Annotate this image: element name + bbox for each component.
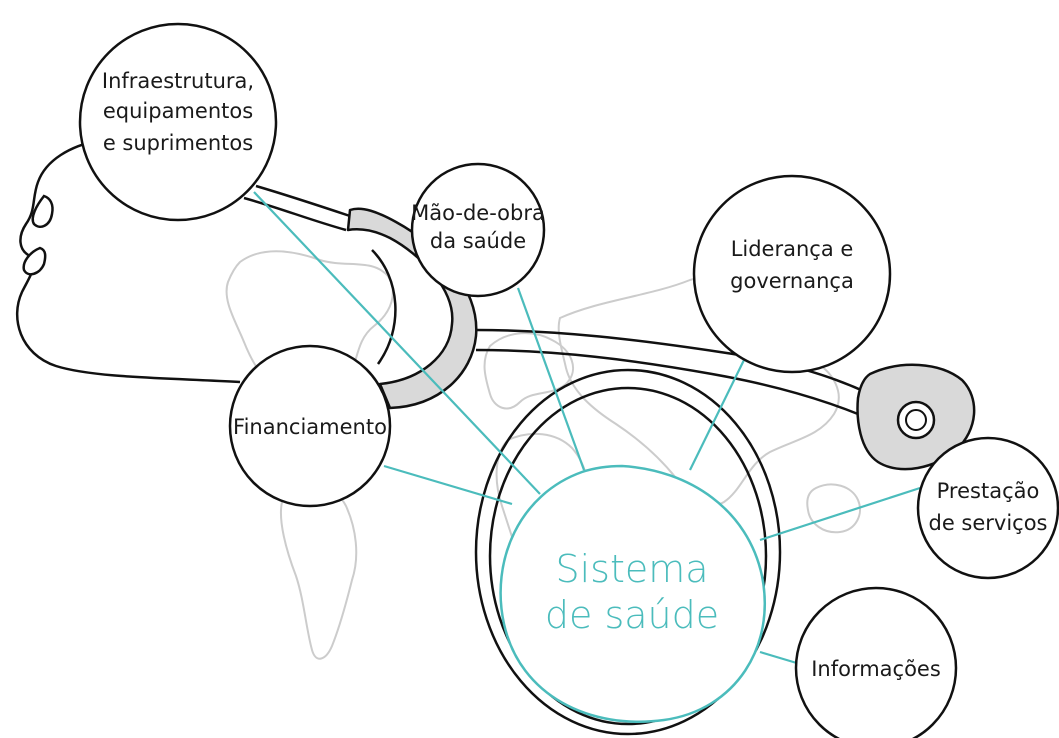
node-infra-label-3: e suprimentos [103,131,253,155]
connector-workforce [516,287,586,471]
tube-long-upper [475,328,901,412]
node-infra-label-1: Infraestrutura, [102,69,254,93]
node-financing-circle [228,344,392,508]
map-europe [483,332,574,410]
node-services-label-1: Prestação [937,479,1040,503]
chest-piece-ring-inner [905,409,927,431]
nose-shape [31,194,54,228]
tube-lower [243,196,347,232]
lips-shape [22,246,47,276]
outer-loop-ring-inner [488,386,768,726]
connector-leadership [689,359,745,471]
node-infra-circle [78,22,278,222]
tube-inner-loop [371,249,397,365]
node-services-circle [916,436,1059,580]
tube-upper [255,184,351,218]
center-circle [499,464,767,723]
node-information-label: Informações [811,657,941,681]
center-label-1: Sistema [555,547,708,591]
map-south-america [280,482,358,660]
connector-information [759,650,801,666]
node-infra-label-2: equipamentos [103,99,253,123]
node-financing-label: Financiamento [233,415,387,439]
node-leadership-circle [692,174,892,374]
teal-connectors [253,191,921,666]
node-workforce-label-1: Mão-de-obra [411,201,545,225]
map-australia [806,483,861,534]
node-workforce-circle [410,162,546,298]
node-leadership-label-2: governança [730,269,854,293]
connector-infra [253,191,541,495]
connector-financing [383,464,513,506]
node-leadership-label-1: Liderança e [731,237,854,261]
tube-long-lower [475,348,891,430]
center-label-2: de saúde [545,593,719,637]
outer-loop-ring [474,368,782,736]
node-information-circle [794,586,958,738]
connector-services [759,486,921,542]
node-workforce-label-2: da saúde [430,229,526,253]
node-services-label-2: de serviços [928,511,1047,535]
